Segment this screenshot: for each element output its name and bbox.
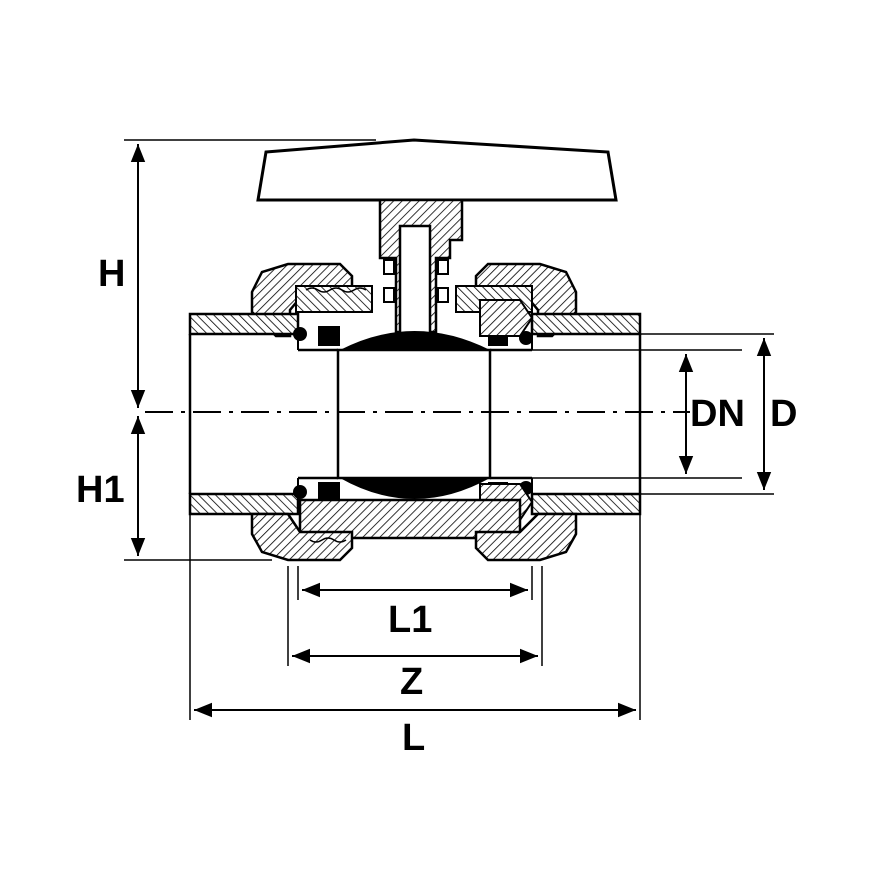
dimension-l1: L1 xyxy=(297,566,533,641)
stem xyxy=(378,198,464,336)
label-z: Z xyxy=(400,661,423,703)
dimension-l: L xyxy=(189,514,641,759)
label-h1: H1 xyxy=(76,469,125,511)
ball xyxy=(336,331,492,499)
handle xyxy=(256,138,618,202)
dimension-z: Z xyxy=(287,566,543,703)
dimension-dn: DN xyxy=(492,349,745,479)
dimension-h1: H1 xyxy=(76,416,272,561)
left-pipe xyxy=(188,312,338,516)
label-l: L xyxy=(402,717,425,759)
dimension-h: H xyxy=(98,139,376,408)
label-l1: L1 xyxy=(388,599,432,641)
label-dn: DN xyxy=(690,393,745,435)
lower-body xyxy=(250,498,578,562)
label-h: H xyxy=(98,253,125,295)
dimension-d: D xyxy=(640,333,797,495)
label-d: D xyxy=(770,393,797,435)
